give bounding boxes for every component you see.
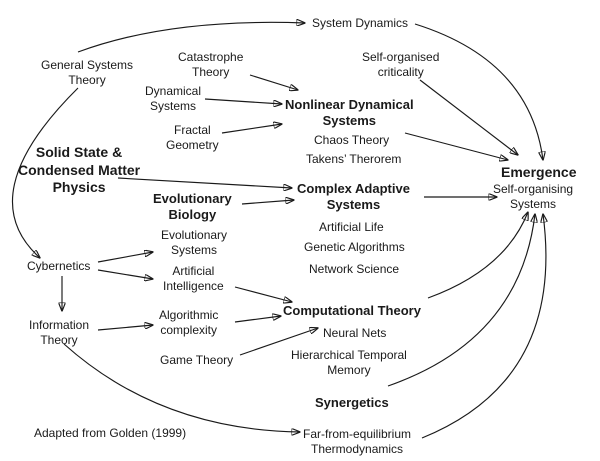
edge-info-theory-to-far-from-equilibrium bbox=[63, 343, 300, 432]
node-takens-theorem: Takens’ Therorem bbox=[306, 152, 402, 166]
edge-solid-state-to-complex bbox=[117, 177, 292, 188]
node-system-dynamics: System Dynamics bbox=[312, 16, 409, 30]
node-artificial-life: Artificial Life bbox=[319, 220, 384, 234]
edge-game-theory-to-computational bbox=[239, 328, 318, 356]
edge-synergetics-to-emergence bbox=[387, 214, 535, 387]
node-adapted-from-golden: Adapted from Golden (1999) bbox=[34, 426, 187, 440]
node-emergence: Emergence bbox=[501, 164, 577, 180]
node-network-science: Network Science bbox=[309, 262, 400, 276]
edge-cybernetics-to-ai bbox=[97, 269, 153, 279]
edge-gst-to-cybernetics bbox=[11, 87, 79, 258]
edge-soc-to-emergence bbox=[419, 79, 518, 155]
edge-system-dynamics-to-emergence bbox=[414, 23, 543, 160]
edge-ai-to-computational bbox=[234, 286, 292, 302]
edge-computational-to-emergence bbox=[427, 212, 528, 299]
edge-algorithmic-to-computational bbox=[234, 316, 281, 323]
edge-dynamical-to-nonlinear bbox=[204, 98, 282, 104]
node-synergetics: Synergetics bbox=[315, 395, 389, 410]
edge-nonlinear-to-emergence bbox=[404, 132, 508, 160]
edge-catastrophe-to-nonlinear bbox=[249, 74, 298, 90]
node-neural-nets: Neural Nets bbox=[323, 326, 387, 340]
node-computational-theory: Computational Theory bbox=[283, 303, 421, 318]
node-genetic-algorithms: Genetic Algorithms bbox=[304, 240, 405, 254]
edge-gst-to-system-dynamics bbox=[77, 22, 305, 53]
edge-far-from-equilibrium-to-emergence bbox=[421, 214, 546, 439]
edge-fractal-to-nonlinear bbox=[221, 124, 282, 134]
node-game-theory: Game Theory bbox=[160, 353, 234, 367]
node-cybernetics: Cybernetics bbox=[27, 259, 91, 273]
edge-info-to-algorithmic bbox=[97, 325, 153, 331]
node-chaos-theory: Chaos Theory bbox=[314, 133, 390, 147]
edge-cybernetics-to-evo-systems bbox=[97, 252, 153, 263]
edge-evo-bio-to-complex bbox=[241, 200, 294, 205]
